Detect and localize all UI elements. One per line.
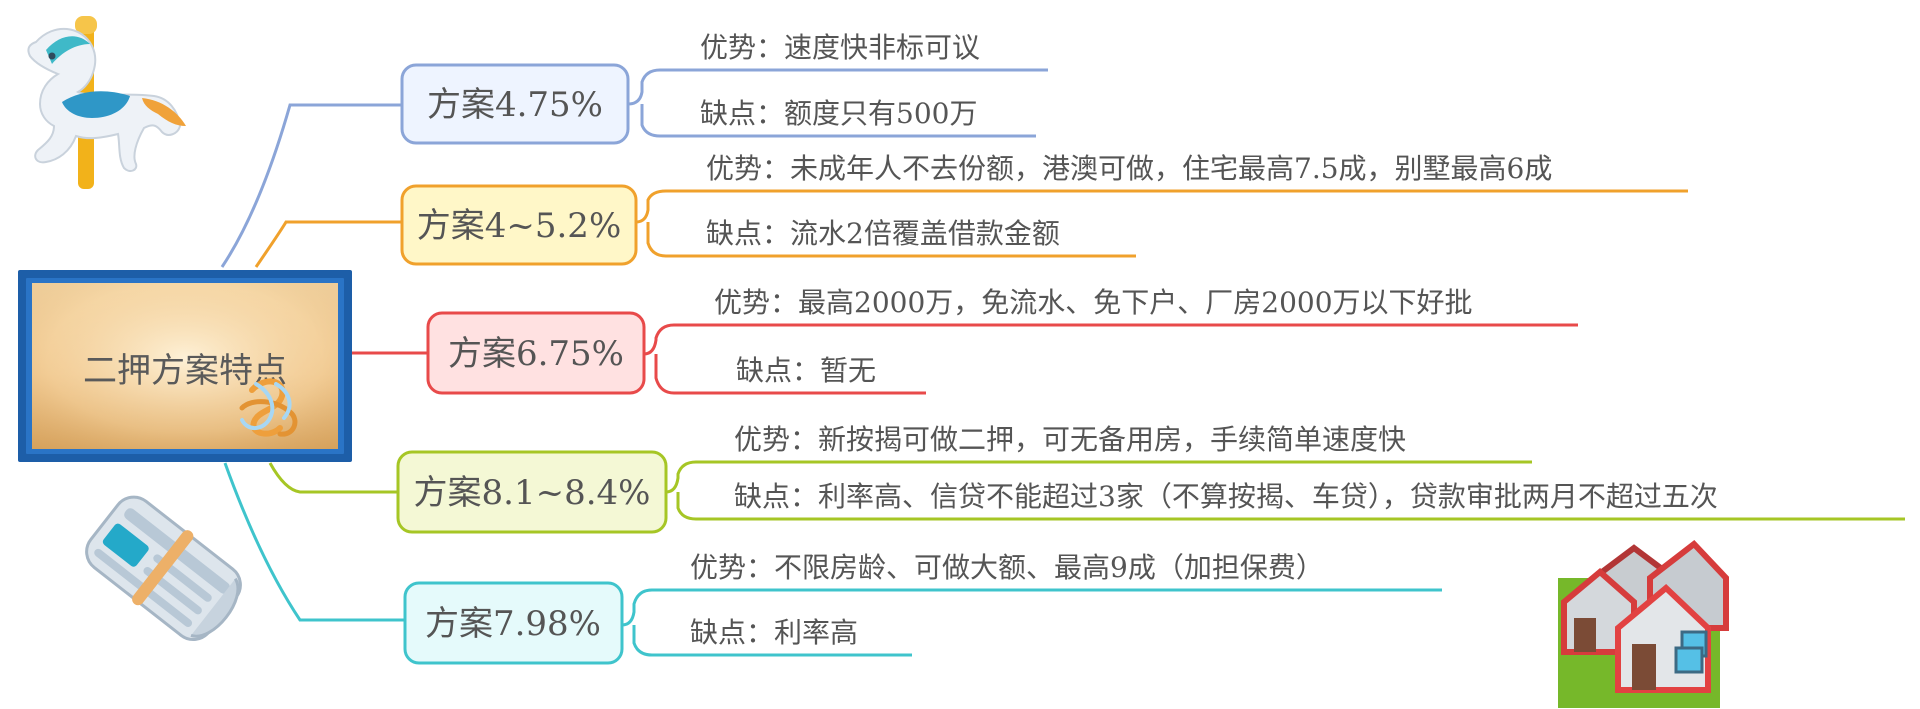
plan-5-advantage: 优势：不限房龄、可做大额、最高9成（加担保费） xyxy=(690,551,1324,584)
plan-node-2[interactable]: 方案4~5.2% xyxy=(400,184,638,266)
connector-plan-5 xyxy=(223,462,405,622)
bracket-group xyxy=(621,68,1905,657)
root-title: 二押方案特点 xyxy=(83,351,287,391)
plan-node-2-box xyxy=(400,184,638,266)
plan-2-disadvantage: 缺点：流水2倍覆盖借款金额 xyxy=(706,217,1060,250)
subitems-plan-3: 优势：最高2000万，免流水、免下户、厂房2000万以下好批 缺点：暂无 xyxy=(714,286,1473,387)
subitems-plan-4: 优势：新按揭可做二押，可无备用房，手续简单速度快 缺点：利率高、信贷不能超过3家… xyxy=(734,423,1718,513)
subitems-plan-2: 优势：未成年人不去份额，港澳可做，住宅最高7.5成，别墅最高6成 缺点：流水2倍… xyxy=(706,152,1552,250)
plan-node-3[interactable]: 方案6.75% xyxy=(426,311,646,395)
plan-node-5-label: 方案7.98% xyxy=(425,604,601,644)
plan-node-1-box xyxy=(400,63,630,145)
plan-node-1-label: 方案4.75% xyxy=(427,85,603,125)
plan-3-disadvantage: 缺点：暂无 xyxy=(736,354,876,387)
newspaper-icon xyxy=(85,495,242,642)
bracket-plan-5 xyxy=(621,588,1442,657)
connector-plan-4 xyxy=(268,462,398,494)
bracket-plan-3 xyxy=(643,323,1578,395)
plan-1-advantage: 优势：速度快非标可议 xyxy=(700,31,980,64)
connector-plan-2 xyxy=(254,220,402,268)
plan-node-5[interactable]: 方案7.98% xyxy=(403,581,624,665)
subitems-plan-1: 优势：速度快非标可议 缺点：额度只有500万 xyxy=(700,31,980,130)
knot-icon xyxy=(239,378,298,437)
plan-node-4-label: 方案8.1~8.4% xyxy=(414,473,651,513)
bracket-plan-1 xyxy=(627,68,1048,138)
plan-4-disadvantage: 缺点：利率高、信贷不能超过3家（不算按揭、车贷），贷款审批两月不超过五次 xyxy=(734,480,1718,513)
houses-icon xyxy=(1558,539,1729,708)
plan-node-5-box xyxy=(403,581,624,665)
plan-node-3-box xyxy=(426,311,646,395)
plan-node-2-label: 方案4~5.2% xyxy=(417,206,622,246)
subitems-plan-5: 优势：不限房龄、可做大额、最高9成（加担保费） 缺点：利率高 xyxy=(690,551,1324,649)
plan-1-disadvantage: 缺点：额度只有500万 xyxy=(700,97,977,130)
bracket-plan-2 xyxy=(635,189,1688,258)
root-panel-glow xyxy=(32,283,338,449)
plan-5-disadvantage: 缺点：利率高 xyxy=(690,616,858,649)
plan-2-advantage: 优势：未成年人不去份额，港澳可做，住宅最高7.5成，别墅最高6成 xyxy=(706,152,1552,185)
plan-4-advantage: 优势：新按揭可做二押，可无备用房，手续简单速度快 xyxy=(734,423,1406,456)
plan-node-4-box xyxy=(396,450,668,534)
bracket-plan-4 xyxy=(665,460,1905,521)
plan-node-1[interactable]: 方案4.75% xyxy=(400,63,630,145)
connector-plan-1 xyxy=(220,103,402,268)
plan-node-3-label: 方案6.75% xyxy=(448,334,624,374)
connector-group xyxy=(220,103,428,622)
plan-3-advantage: 优势：最高2000万，免流水、免下户、厂房2000万以下好批 xyxy=(714,286,1473,319)
plan-node-4[interactable]: 方案8.1~8.4% xyxy=(396,450,668,534)
carousel-horse-icon xyxy=(27,16,186,189)
root-node[interactable]: 二押方案特点 xyxy=(18,270,352,462)
